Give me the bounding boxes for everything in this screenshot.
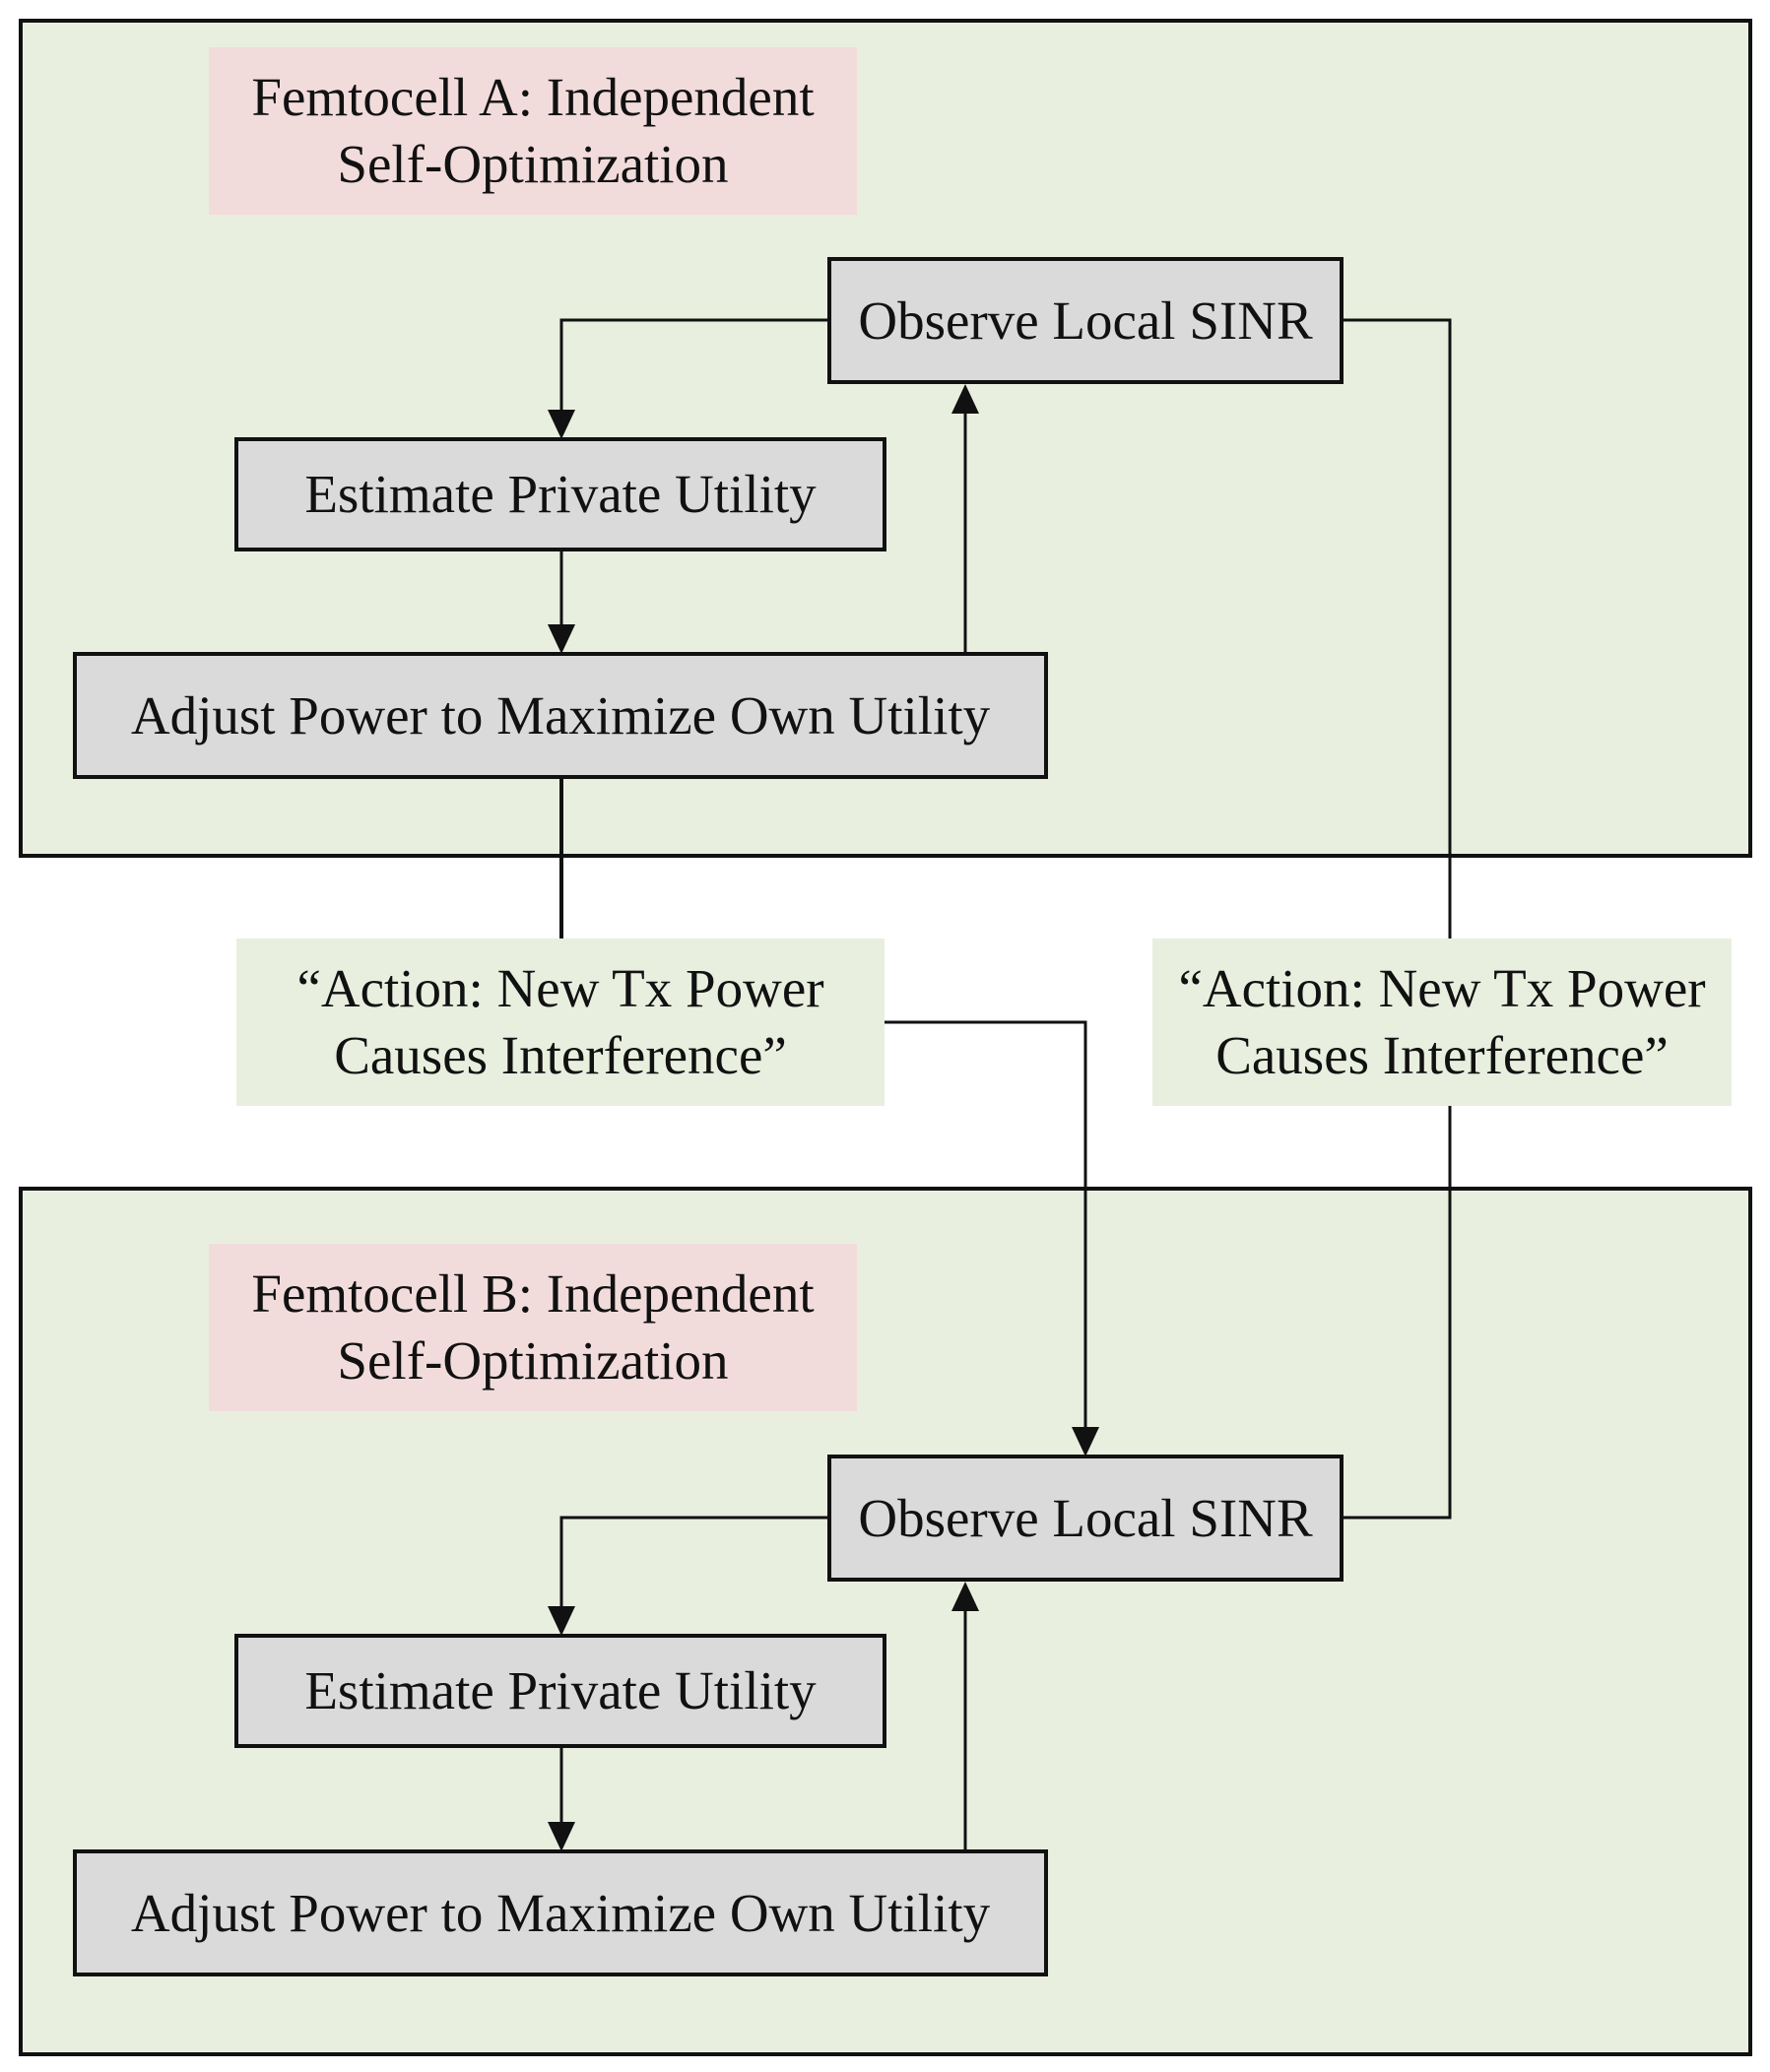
b-observe-box bbox=[827, 1455, 1344, 1582]
b-adjust-to-observe-arrowhead bbox=[951, 1582, 979, 1611]
a-adjust-to-observe-arrowhead bbox=[951, 384, 979, 414]
b-estimate-box bbox=[234, 1634, 886, 1748]
right-action-label-panel bbox=[1152, 939, 1732, 1106]
left-action-label-panel bbox=[236, 939, 885, 1106]
b-observe-to-estimate-arrowhead bbox=[548, 1606, 575, 1636]
a-estimate-box bbox=[234, 437, 886, 551]
a-observe-box bbox=[827, 257, 1344, 384]
left-label-to-b-observe-arrowhead bbox=[1072, 1427, 1099, 1457]
a-observe-to-estimate-arrowhead bbox=[548, 410, 575, 439]
a-observe-to-estimate-arrow bbox=[559, 318, 829, 412]
b-observe-to-estimate-arrow bbox=[559, 1516, 829, 1608]
femtocell-b-title-panel bbox=[209, 1244, 857, 1411]
a-estimate-to-adjust-arrowhead bbox=[548, 624, 575, 654]
b-adjust-box bbox=[73, 1849, 1048, 1976]
b-estimate-to-adjust-arrowhead bbox=[548, 1822, 575, 1851]
right-label-to-b-observe-link bbox=[1342, 1106, 1452, 1520]
left-label-to-b-observe-arrow bbox=[885, 1020, 1087, 1429]
a-adjust-box bbox=[73, 652, 1048, 779]
a-observe-to-right-label-link bbox=[1342, 318, 1452, 939]
femtocell-a-title-panel bbox=[209, 47, 857, 215]
